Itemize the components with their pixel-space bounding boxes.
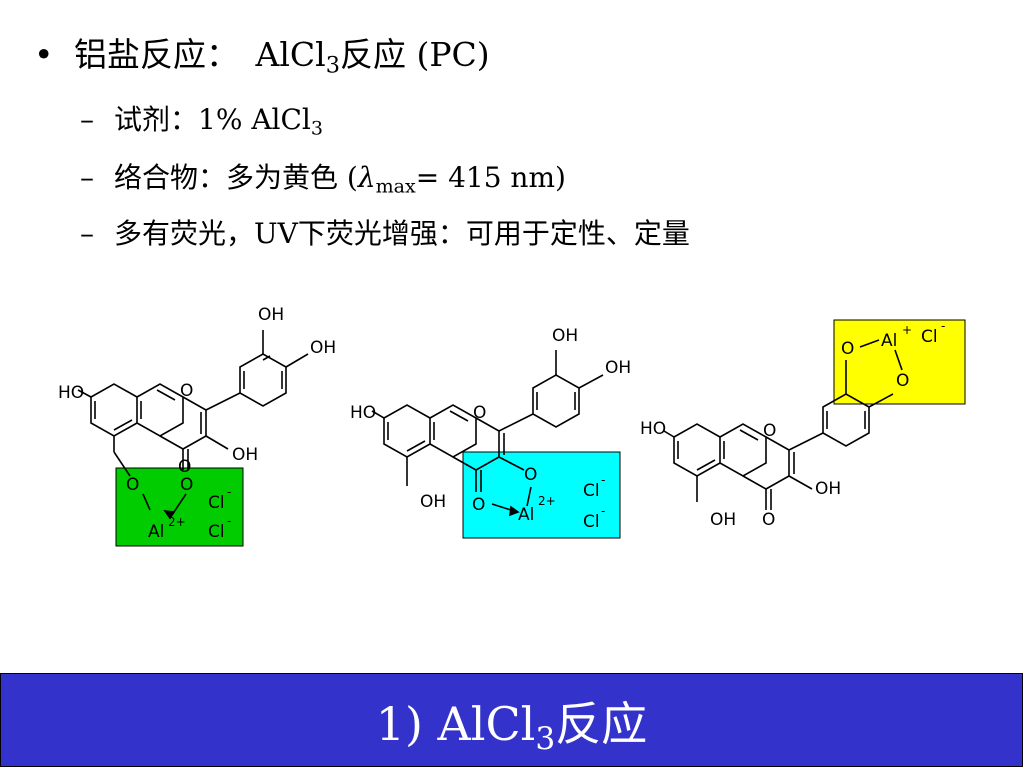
complex-1: OH OH O HO OH O O O Al 2+ Cl - Cl - <box>58 305 336 547</box>
minus-label: - <box>601 504 605 518</box>
dash-marker: – <box>80 103 94 136</box>
minus-label: - <box>227 514 231 528</box>
bullet-marker: • <box>34 35 54 74</box>
oxygen-label: O <box>524 465 537 485</box>
chloride-label: Cl <box>583 512 600 532</box>
complex-2-box <box>462 451 621 539</box>
chloride-label: Cl <box>583 481 600 501</box>
oh-label: OH <box>815 479 841 499</box>
oxygen-label: O <box>841 339 854 359</box>
minus-label: - <box>601 473 605 487</box>
charge-label: 2+ <box>168 515 186 529</box>
charge-label: 2+ <box>538 494 556 508</box>
lambda-subscript: max <box>375 175 416 198</box>
chloride-label: Cl <box>921 327 938 347</box>
sub-bullet-fluorescence: –多有荧光，UV下荧光增强：可用于定性、定量 <box>80 212 690 252</box>
reagent-subscript: 3 <box>325 52 340 79</box>
minus-label: - <box>941 319 945 333</box>
ring-oxygen-label: O <box>180 381 193 401</box>
oxygen-label: O <box>896 371 909 391</box>
main-bullet: • 铝盐反应： AlCl3反应 (PC) <box>34 28 490 79</box>
main-bullet-label: 铝盐反应： <box>74 35 239 74</box>
reaction-suffix: 反应 (PC) <box>339 35 490 74</box>
dash-marker: – <box>80 217 94 250</box>
complex-label: 络合物：多为黄色 ( <box>114 161 358 194</box>
footer-title-prefix: 1) AlCl <box>375 697 536 751</box>
complex-2: OH OH O HO OH O O Al 2+ Cl - Cl - <box>350 326 631 539</box>
aluminium-label: Al <box>518 505 534 525</box>
oh-label: OH <box>710 510 736 530</box>
minus-label: - <box>227 485 231 499</box>
ring-oxygen-label: O <box>763 421 776 441</box>
sub-bullet-reagent: –试剂：1% AlCl3 <box>80 98 323 138</box>
lambda-value: = 415 nm) <box>415 161 566 194</box>
aluminium-label: Al <box>881 331 897 351</box>
chloride-label: Cl <box>208 493 225 513</box>
ho-label: HO <box>640 419 666 439</box>
reagent-label: 试剂：1% AlCl <box>114 103 311 136</box>
lambda-symbol: λ <box>357 161 376 194</box>
oh-label: OH <box>605 358 631 378</box>
oh-label: OH <box>232 445 258 465</box>
charge-label: + <box>902 323 912 337</box>
footer-title-subscript: 3 <box>535 720 556 757</box>
fluorescence-text: 多有荧光，UV下荧光增强：可用于定性、定量 <box>114 217 690 250</box>
ho-label: HO <box>350 403 376 423</box>
oxygen-label: O <box>180 475 193 495</box>
dash-marker: – <box>80 161 94 194</box>
carbonyl-oxygen-label: O <box>178 457 191 477</box>
oh-label: OH <box>420 492 446 512</box>
footer-title: 1) AlCl3反应 <box>376 688 648 754</box>
oh-label: OH <box>310 338 336 358</box>
sub-bullet-complex: –络合物：多为黄色 (λmax= 415 nm) <box>80 156 566 196</box>
footer-banner: 1) AlCl3反应 <box>0 673 1023 767</box>
reagent-name: AlCl <box>255 35 326 74</box>
oxygen-label: O <box>126 475 139 495</box>
structure-diagram: OH OH O HO OH O O O Al 2+ Cl - Cl - <box>58 305 966 547</box>
ring-oxygen-label: O <box>473 403 486 423</box>
chloride-label: Cl <box>208 522 225 542</box>
oh-label: OH <box>258 305 284 325</box>
carbonyl-oxygen-label: O <box>762 510 775 530</box>
oxygen-label: O <box>472 495 485 515</box>
aluminium-label: Al <box>148 522 164 542</box>
complex-1-box <box>115 467 244 547</box>
reagent-label-subscript: 3 <box>310 117 323 140</box>
complex-3: O Al + Cl - O O HO OH OH O <box>640 319 966 530</box>
oh-label: OH <box>552 326 578 346</box>
ho-label: HO <box>58 383 84 403</box>
footer-title-suffix: 反应 <box>555 697 648 751</box>
